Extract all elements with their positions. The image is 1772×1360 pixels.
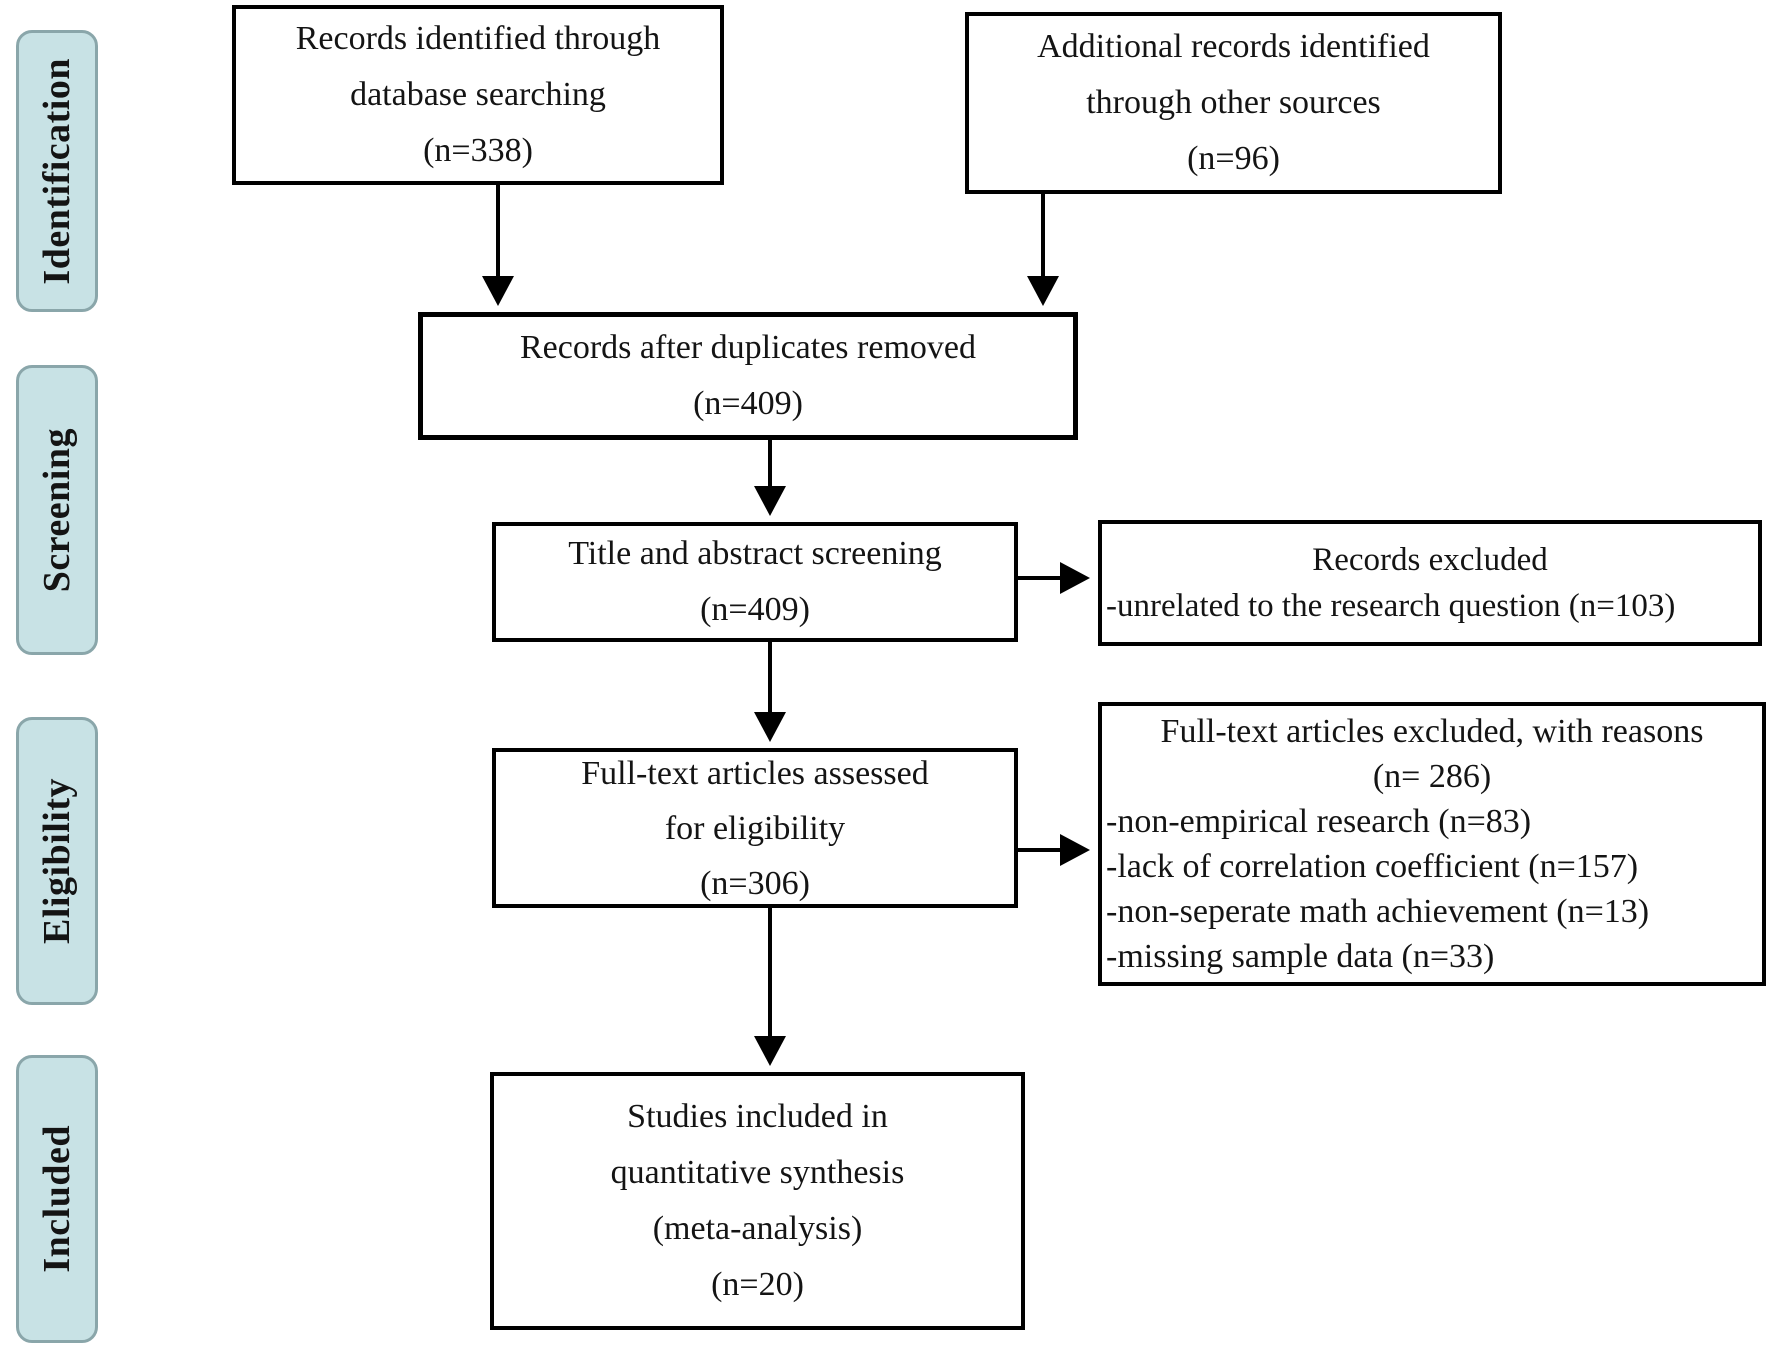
box-fulltext-excluded-reason: -non-seperate math achievement (n=13): [1106, 893, 1650, 930]
box-fulltext-excluded-reason: -missing sample data (n=33): [1106, 938, 1495, 975]
stage-included: Included: [16, 1055, 98, 1343]
box-fulltext-assessed-line: Full-text articles assessed: [581, 754, 929, 792]
box-title-abstract-screening: Title and abstract screening (n=409): [492, 522, 1018, 642]
stage-screening-label: Screening: [36, 427, 78, 593]
stage-eligibility-label: Eligibility: [36, 778, 78, 944]
box-records-identified-line: Records identified through: [295, 20, 661, 57]
stage-included-label: Included: [36, 1125, 78, 1273]
box-duplicates-removed-line: (n=409): [693, 385, 803, 422]
box-records-excluded-reason: -unrelated to the research question (n=1…: [1106, 588, 1676, 624]
box-records-identified-line: database searching: [350, 76, 606, 113]
box-records-identified-line: (n=338): [423, 132, 533, 169]
box-additional-records: Additional records identified through ot…: [965, 12, 1502, 194]
box-additional-records-line: through other sources: [1086, 84, 1381, 121]
box-studies-included-line: (n=20): [711, 1266, 804, 1303]
box-duplicates-removed-line: Records after duplicates removed: [520, 329, 976, 366]
box-additional-records-line: Additional records identified: [1037, 28, 1430, 65]
box-studies-included-line: (meta-analysis): [652, 1210, 863, 1247]
box-fulltext-assessed-line: (n=306): [700, 864, 810, 902]
box-fulltext-excluded-count: (n= 286): [1372, 758, 1492, 795]
box-fulltext-excluded-reason: -lack of correlation coefficient (n=157): [1106, 848, 1639, 885]
box-title-abstract-screening-line: Title and abstract screening: [568, 535, 942, 572]
box-additional-records-line: (n=96): [1187, 140, 1280, 177]
box-records-excluded-title: Records excluded: [1312, 542, 1548, 578]
box-records-excluded: Records excluded -unrelated to the resea…: [1098, 520, 1762, 646]
stage-eligibility: Eligibility: [16, 717, 98, 1005]
stage-identification-label: Identification: [36, 57, 78, 285]
box-studies-included-line: Studies included in: [627, 1098, 888, 1135]
box-title-abstract-screening-line: (n=409): [700, 591, 810, 628]
box-fulltext-excluded: Full-text articles excluded, with reason…: [1098, 702, 1766, 986]
box-studies-included-line: quantitative synthesis: [610, 1154, 905, 1191]
box-fulltext-excluded-reason: -non-empirical research (n=83): [1106, 803, 1532, 840]
box-fulltext-assessed-line: for eligibility: [664, 809, 846, 847]
box-records-identified: Records identified through database sear…: [232, 5, 724, 185]
box-fulltext-excluded-title: Full-text articles excluded, with reason…: [1160, 713, 1704, 750]
box-fulltext-assessed: Full-text articles assessed for eligibil…: [492, 748, 1018, 908]
stage-identification: Identification: [16, 30, 98, 312]
stage-screening: Screening: [16, 365, 98, 655]
box-studies-included: Studies included in quantitative synthes…: [490, 1072, 1025, 1330]
box-duplicates-removed: Records after duplicates removed (n=409): [418, 312, 1078, 440]
